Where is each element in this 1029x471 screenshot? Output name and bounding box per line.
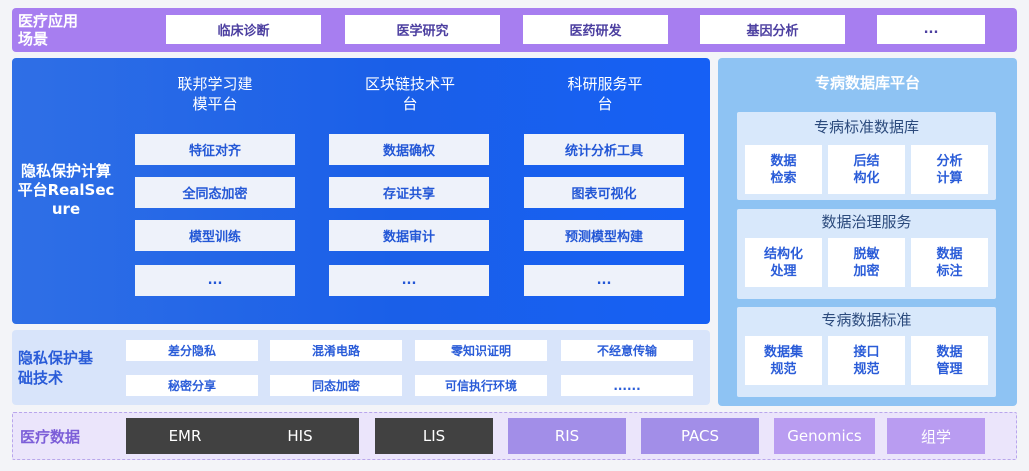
oblivious-transfer-item[interactable]: 不经意传输: [561, 340, 693, 361]
column-heading-research-services: 科研服务平台: [567, 75, 643, 113]
trusted-execution-item[interactable]: 可信执行环境: [415, 375, 547, 396]
evidence-sharing-item[interactable]: 存证共享: [329, 177, 489, 208]
feature-alignment-item[interactable]: 特征对齐: [135, 134, 295, 165]
medical-data-title: 医疗数据: [20, 427, 81, 446]
disease-db-title: 专病数据库平台: [814, 73, 920, 92]
basic-tech-more-item[interactable]: ......: [561, 375, 693, 396]
dataset-spec-item[interactable]: 数据集规范: [745, 336, 822, 385]
analysis-compute-item[interactable]: 分析计算: [911, 145, 988, 194]
model-training-item[interactable]: 模型训练: [135, 220, 295, 251]
column-heading-blockchain: 区块链技术平台: [364, 75, 455, 113]
app-item-medical-research[interactable]: 医学研究: [345, 15, 500, 44]
federated-more-item[interactable]: ...: [135, 265, 295, 296]
app-item-gene-analysis[interactable]: 基因分析: [700, 15, 845, 44]
blockchain-more-item[interactable]: ...: [329, 265, 489, 296]
privacy-compute-title: 隐私保护计算平台RealSecure: [17, 161, 115, 218]
his-item[interactable]: HIS: [241, 418, 359, 454]
homomorphic-encryption-item[interactable]: 全同态加密: [135, 177, 295, 208]
differential-privacy-item[interactable]: 差分隐私: [126, 340, 258, 361]
section-heading-standard-db: 专病标准数据库: [813, 117, 919, 136]
pacs-item[interactable]: PACS: [641, 418, 759, 454]
homomorphic-item[interactable]: 同态加密: [270, 375, 402, 396]
basic-tech-title: 隐私保护基础技术: [18, 349, 94, 387]
data-retrieval-item[interactable]: 数据检索: [745, 145, 822, 194]
prediction-model-item[interactable]: 预测模型构建: [524, 220, 684, 251]
data-audit-item[interactable]: 数据审计: [329, 220, 489, 251]
desensitize-encrypt-item[interactable]: 脱敏加密: [828, 238, 905, 287]
ris-item[interactable]: RIS: [508, 418, 626, 454]
application-scenarios-title: 医疗应用场景: [18, 12, 79, 48]
application-scenarios-bar: [12, 8, 1017, 52]
lis-item[interactable]: LIS: [375, 418, 493, 454]
app-item-more[interactable]: ...: [877, 15, 985, 44]
section-heading-data-governance: 数据治理服务: [821, 212, 912, 231]
omics-item[interactable]: 组学: [887, 418, 985, 454]
secret-sharing-item[interactable]: 秘密分享: [126, 375, 258, 396]
column-heading-federated-learning: 联邦学习建模平台: [177, 75, 253, 113]
data-ownership-item[interactable]: 数据确权: [329, 134, 489, 165]
zero-knowledge-proof-item[interactable]: 零知识证明: [415, 340, 547, 361]
garbled-circuit-item[interactable]: 混淆电路: [270, 340, 402, 361]
post-structuring-item[interactable]: 后结构化: [828, 145, 905, 194]
chart-visualization-item[interactable]: 图表可视化: [524, 177, 684, 208]
genomics-item[interactable]: Genomics: [774, 418, 875, 454]
interface-spec-item[interactable]: 接口规范: [828, 336, 905, 385]
emr-item[interactable]: EMR: [126, 418, 244, 454]
app-item-clinical-diagnosis[interactable]: 临床诊断: [166, 15, 321, 44]
section-heading-data-standard: 专病数据标准: [821, 310, 912, 329]
research-more-item[interactable]: ...: [524, 265, 684, 296]
app-item-drug-development[interactable]: 医药研发: [523, 15, 668, 44]
statistical-tools-item[interactable]: 统计分析工具: [524, 134, 684, 165]
structuring-item[interactable]: 结构化处理: [745, 238, 822, 287]
data-annotation-item[interactable]: 数据标注: [911, 238, 988, 287]
data-management-item[interactable]: 数据管理: [911, 336, 988, 385]
